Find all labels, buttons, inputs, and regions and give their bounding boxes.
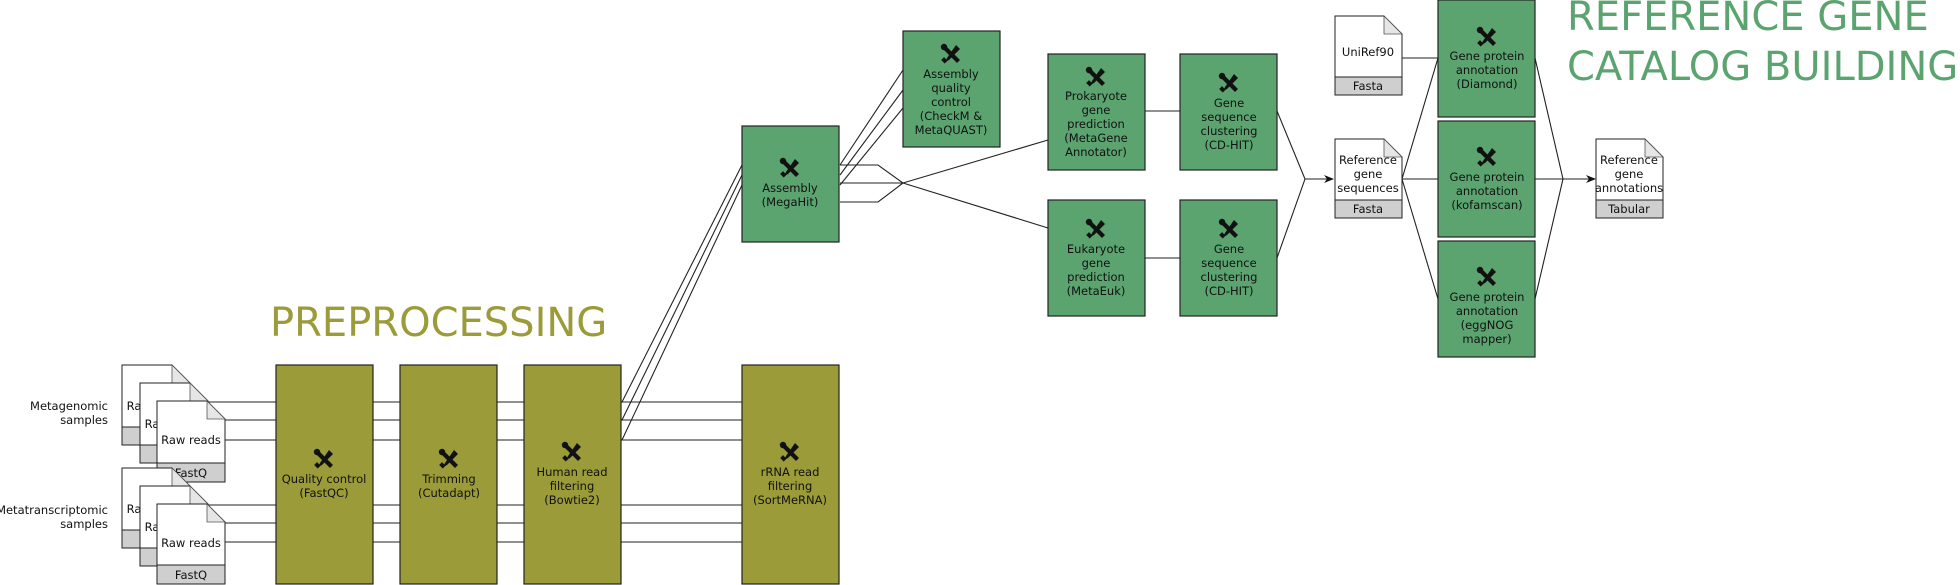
tool-label-line: (Cutadapt) xyxy=(418,486,480,500)
tool-label-line: (MetaEuk) xyxy=(1067,284,1126,298)
file-label: UniRef90 xyxy=(1342,45,1394,59)
tool-label-line: (CheckM & xyxy=(920,109,982,123)
file-uniref90: UniRef90 Fasta xyxy=(1334,15,1403,96)
tool-label-line: mapper) xyxy=(1462,332,1511,346)
tool-label-line: annotation xyxy=(1456,304,1518,318)
tool-label-line: Gene xyxy=(1214,96,1244,110)
metagenomic-samples-label: Metagenomic xyxy=(30,399,108,413)
metagenomic-file-stack: Ra Ra Raw reads FastQ xyxy=(121,364,226,483)
tool-label-line: Gene xyxy=(1214,242,1244,256)
raw-reads-back-label: Ra xyxy=(127,399,142,413)
file-type-label: Fasta xyxy=(1353,79,1383,93)
tool-label-line: Gene protein xyxy=(1450,290,1525,304)
tool-label-line: (MegaHit) xyxy=(762,195,819,209)
tool-label-line: Quality control xyxy=(282,472,367,486)
tool-annotation-kofamscan: Gene protein annotation (kofamscan) xyxy=(1437,120,1536,238)
file-type-label: Tabular xyxy=(1607,202,1650,216)
tool-label-line: sequence xyxy=(1201,110,1256,124)
tool-eukaryote-gene-prediction: Eukaryote gene prediction (MetaEuk) xyxy=(1047,199,1146,317)
tool-label-line: filtering xyxy=(550,479,595,493)
tool-label-line: (MetaGene xyxy=(1064,131,1127,145)
tool-label-line: Gene protein xyxy=(1450,170,1525,184)
tool-trimming: Trimming (Cutadapt) xyxy=(399,364,498,585)
tool-label-line: quality xyxy=(931,81,971,95)
tool-label-line: filtering xyxy=(768,479,813,493)
tool-prokaryote-gene-prediction: Prokaryote gene prediction (MetaGene Ann… xyxy=(1047,53,1146,171)
tool-label-line: Prokaryote xyxy=(1065,89,1127,103)
tool-label-line: (kofamscan) xyxy=(1451,198,1522,212)
file-type-label: Fasta xyxy=(1353,202,1383,216)
tool-label-line: Gene protein xyxy=(1450,49,1525,63)
tool-label-line: (FastQC) xyxy=(299,486,348,500)
section-title-catalog-line2: CATALOG BUILDING xyxy=(1567,44,1958,90)
raw-reads-label: Raw reads xyxy=(161,536,221,550)
file-reference-gene-annotations: Reference gene annotations Tabular xyxy=(1595,138,1664,219)
tool-label-line: control xyxy=(931,95,971,109)
fastq-type-label: FastQ xyxy=(175,466,207,480)
file-label: sequences xyxy=(1337,181,1398,195)
tool-label-line: Trimming xyxy=(421,472,475,486)
raw-reads-back-label: Ra xyxy=(127,502,142,516)
tool-label-line: gene xyxy=(1082,103,1111,117)
tool-label-line: annotation xyxy=(1456,63,1518,77)
file-label: Reference xyxy=(1339,153,1397,167)
tool-human-read-filtering: Human read filtering (Bowtie2) xyxy=(523,364,622,585)
tool-label-line: Annotator) xyxy=(1065,145,1127,159)
raw-reads-middle-label: Ra xyxy=(145,520,160,534)
tool-label-line: Assembly xyxy=(762,181,818,195)
tool-label-line: (Bowtie2) xyxy=(544,493,599,507)
tool-label-line: (CD-HIT) xyxy=(1204,284,1253,298)
tool-label-line: Eukaryote xyxy=(1067,242,1125,256)
tool-label-line: Human read xyxy=(536,465,607,479)
tool-label-line: sequence xyxy=(1201,256,1256,270)
raw-reads-file: Raw reads FastQ xyxy=(156,503,226,585)
tool-gene-sequence-clustering: Gene sequence clustering (CD-HIT) xyxy=(1179,199,1278,317)
tool-label-line: (SortMeRNA) xyxy=(753,493,827,507)
metagenomic-samples-label-2: samples xyxy=(60,413,108,427)
tool-label-line: prediction xyxy=(1067,117,1125,131)
raw-reads-label: Raw reads xyxy=(161,433,221,447)
tool-assembly: Assembly (MegaHit) xyxy=(741,125,840,243)
section-title-preprocessing: PREPROCESSING xyxy=(270,300,607,346)
metatranscriptomic-samples-label-2: samples xyxy=(60,517,108,531)
tool-gene-sequence-clustering: Gene sequence clustering (CD-HIT) xyxy=(1179,53,1278,171)
file-label: annotations xyxy=(1595,181,1663,195)
section-title-catalog-line1: REFERENCE GENE xyxy=(1567,0,1929,40)
raw-reads-middle-label: Ra xyxy=(145,417,160,431)
tool-quality-control: Quality control (FastQC) xyxy=(275,364,374,585)
tool-label-line: (Diamond) xyxy=(1457,77,1518,91)
file-label: gene xyxy=(1615,167,1644,181)
assembly-edges xyxy=(839,69,1334,259)
metatranscriptomic-file-stack: Ra Ra Raw reads FastQ xyxy=(121,467,226,585)
tool-annotation-diamond: Gene protein annotation (Diamond) xyxy=(1437,0,1536,118)
tool-assembly-quality-control: Assembly quality control (CheckM & MetaQ… xyxy=(902,30,1001,148)
file-label: Reference xyxy=(1600,153,1658,167)
tool-label-line: Assembly xyxy=(923,67,979,81)
annotation-edges xyxy=(1401,57,1596,300)
tool-label-line: gene xyxy=(1082,256,1111,270)
tool-label-line: (CD-HIT) xyxy=(1204,138,1253,152)
tool-label-line: MetaQUAST) xyxy=(915,123,988,137)
tool-label-line: annotation xyxy=(1456,184,1518,198)
tool-label-line: (eggNOG xyxy=(1461,318,1514,332)
tool-rrna-read-filtering: rRNA read filtering (SortMeRNA) xyxy=(741,364,840,585)
file-reference-gene-sequences: Reference gene sequences Fasta xyxy=(1334,138,1403,219)
fastq-type-label: FastQ xyxy=(175,568,207,582)
tool-label-line: clustering xyxy=(1201,124,1258,138)
file-label: gene xyxy=(1354,167,1383,181)
tool-annotation-eggnog: Gene protein annotation (eggNOG mapper) xyxy=(1437,240,1536,358)
tool-label-line: prediction xyxy=(1067,270,1125,284)
tool-label-line: clustering xyxy=(1201,270,1258,284)
metatranscriptomic-samples-label: Metatranscriptomic xyxy=(0,503,108,517)
tool-label-line: rRNA read xyxy=(761,465,820,479)
